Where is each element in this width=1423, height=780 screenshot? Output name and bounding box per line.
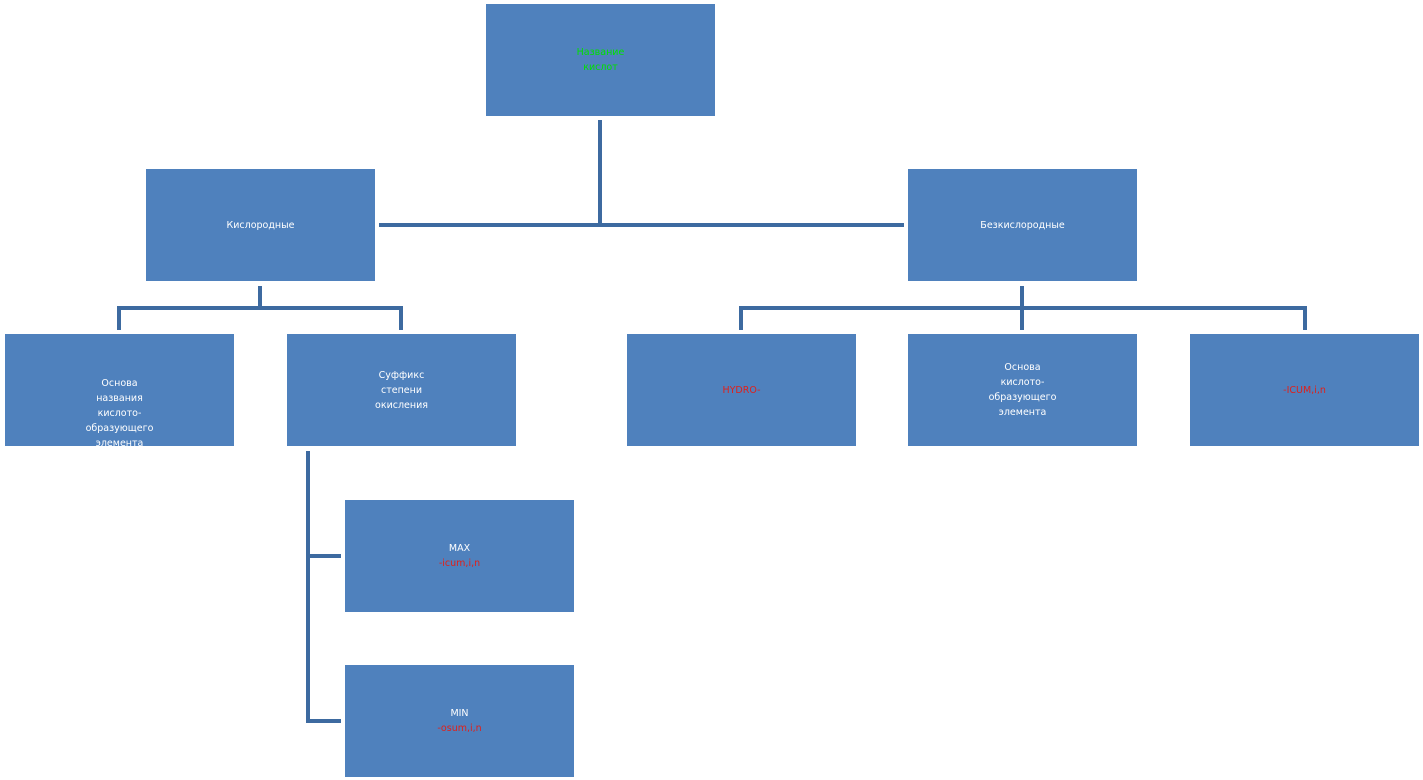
node-label-line: степени — [380, 384, 423, 396]
node-label-line: образующего — [85, 423, 154, 434]
node-label-line: HYDRO- — [722, 384, 761, 396]
node-oxidation-suffix: Суффикс степени окисления — [287, 334, 516, 446]
node-label-line: названия — [96, 393, 143, 404]
node-label-line: Основа — [1004, 362, 1041, 373]
node-hydro-prefix: HYDRO- — [627, 334, 856, 446]
node-oxygen-free-acids: Безкислородные — [908, 169, 1137, 281]
node-label-line: кислото- — [97, 408, 142, 419]
node-label-line: Основа — [101, 378, 138, 389]
node-label-line: кислото- — [1000, 377, 1045, 388]
node-icum-suffix: -ICUM,i,n — [1190, 334, 1419, 446]
node-label-line: Кислородные — [226, 219, 295, 231]
node-base-element: Основа кислото-образующего элемента — [908, 334, 1137, 446]
node-label-line: кислот — [583, 62, 618, 73]
node-max-oxidation: MAX -icum,i,n — [345, 500, 574, 612]
node-acid-names: Название кислот — [486, 4, 715, 116]
node-label-line: элемента — [95, 438, 144, 446]
node-label-line: -ICUM,i,n — [1283, 384, 1326, 396]
node-label-line: Суффикс — [378, 369, 425, 381]
node-label-line: MAX — [448, 543, 471, 554]
node-min-oxidation: MIN -osum,i,n — [345, 665, 574, 777]
node-oxygen-acids: Кислородные — [146, 169, 375, 281]
node-label-line: элемента — [998, 407, 1047, 418]
node-label-line: MIN — [450, 708, 469, 719]
node-base-name: Основа названия кислото-образующего элемент… — [5, 334, 234, 446]
node-label-line: образующего — [988, 392, 1057, 403]
node-label-line: Название — [576, 47, 625, 58]
node-label-line: Безкислородные — [980, 219, 1065, 231]
node-label-line: -icum,i,n — [438, 558, 481, 569]
node-label-line: -osum,i,n — [437, 723, 482, 734]
node-label-line: окисления — [375, 399, 428, 411]
